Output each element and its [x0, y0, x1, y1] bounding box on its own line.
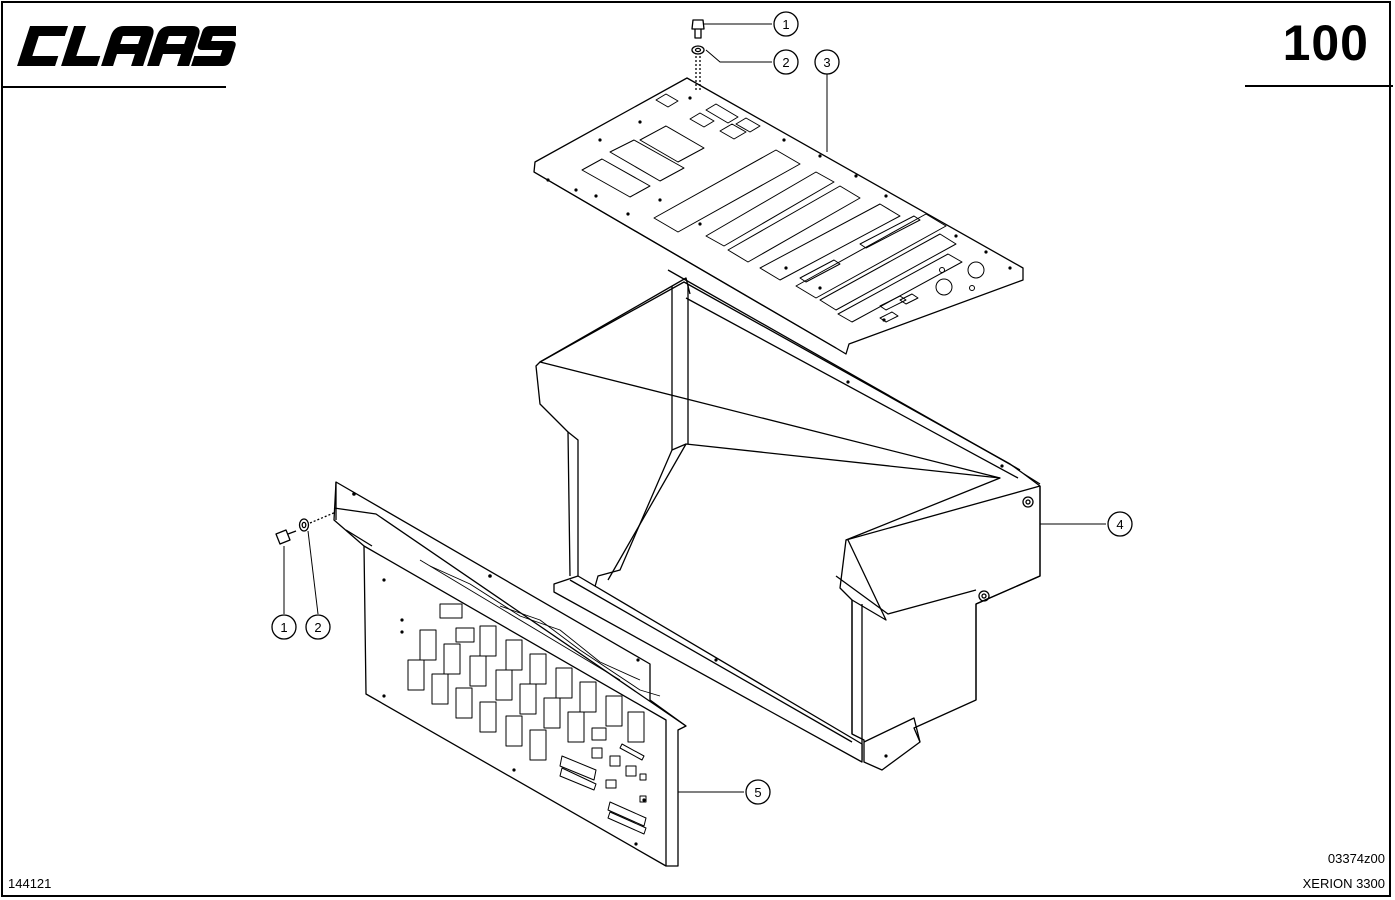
- brand-logo: [14, 20, 236, 72]
- callout-3: 3: [814, 49, 840, 75]
- svg-text:5: 5: [754, 785, 761, 800]
- svg-text:3: 3: [823, 55, 830, 70]
- part-5-front-panel: [333, 481, 687, 867]
- svg-text:2: 2: [314, 620, 321, 635]
- svg-text:1: 1: [280, 620, 287, 635]
- svg-text:2: 2: [782, 55, 789, 70]
- claas-logo-graphic: [17, 26, 236, 66]
- header-rule-left: [2, 86, 226, 88]
- callout-2-upper: 2: [773, 49, 799, 75]
- callout-1-lower: 1: [271, 614, 297, 640]
- callout-1-upper: 1: [773, 11, 799, 37]
- leader-lines: [283, 23, 1106, 793]
- part-1-bolt-upper: [691, 19, 705, 39]
- part-2-washer-upper: [691, 45, 705, 90]
- machine-model: XERION 3300: [1302, 876, 1385, 891]
- page-number: 100: [1282, 15, 1369, 71]
- part-1-bolt-lower: [275, 529, 297, 545]
- callout-4: 4: [1107, 511, 1133, 537]
- svg-text:4: 4: [1116, 517, 1123, 532]
- document-id: 144121: [8, 876, 52, 891]
- part-3-cover-plate: [533, 77, 1024, 355]
- callout-5: 5: [745, 779, 771, 805]
- part-2-washer-lower: [298, 511, 337, 532]
- callout-2-lower: 2: [305, 614, 331, 640]
- part-4-housing: [535, 269, 1041, 771]
- svg-text:1: 1: [782, 17, 789, 32]
- drawing-number: 03374z00: [1327, 851, 1385, 866]
- header-rule-right: [1245, 85, 1393, 87]
